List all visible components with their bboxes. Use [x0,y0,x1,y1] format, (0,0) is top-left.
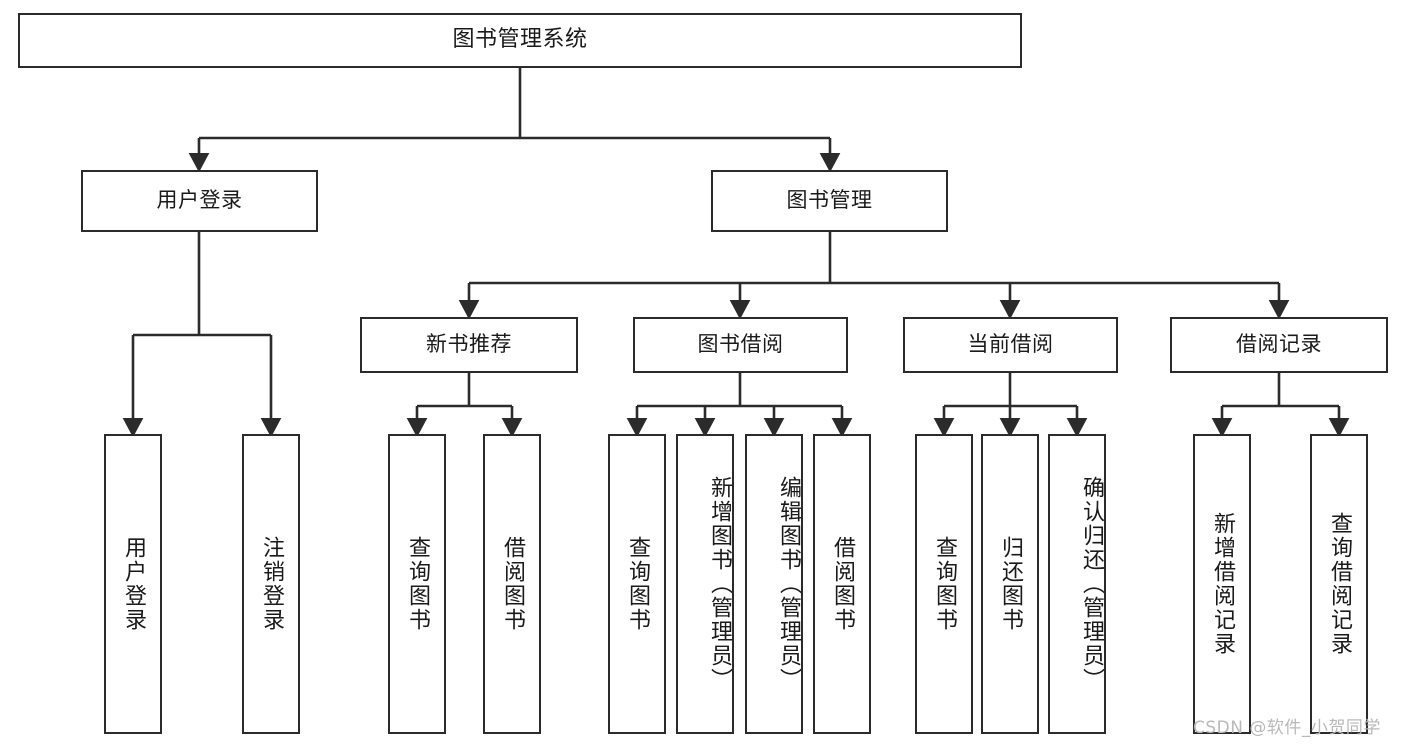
node-new-book-recommend[interactable]: 新书推荐 [360,317,578,373]
leaf-query-borrow-record[interactable]: 查询借阅记录 [1310,434,1368,734]
csdn-watermark: CSDN @软件_小贺同学 [1193,718,1381,738]
node-current-borrow[interactable]: 当前借阅 [903,317,1118,373]
leaf-query-book-new-book[interactable]: 查询图书 [388,434,446,734]
node-root-book-management-system[interactable]: 图书管理系统 [18,13,1022,68]
leaf-user-login[interactable]: 用户登录 [104,434,162,734]
leaf-return-book[interactable]: 归还图书 [981,434,1039,734]
leaf-query-book-borrow[interactable]: 查询图书 [608,434,666,734]
leaf-add-book-admin[interactable]: 新增图书（管理员） [676,434,734,734]
node-borrow-record[interactable]: 借阅记录 [1170,317,1388,373]
node-book-borrow[interactable]: 图书借阅 [633,317,848,373]
leaf-logout-login[interactable]: 注销登录 [242,434,300,734]
node-user-login[interactable]: 用户登录 [81,170,318,232]
leaf-query-book-current[interactable]: 查询图书 [915,434,973,734]
node-book-management[interactable]: 图书管理 [711,170,948,232]
leaf-borrow-book-borrow[interactable]: 借阅图书 [813,434,871,734]
leaf-confirm-return-admin[interactable]: 确认归还（管理员） [1048,434,1106,734]
leaf-borrow-book-new-book[interactable]: 借阅图书 [483,434,541,734]
leaf-add-borrow-record[interactable]: 新增借阅记录 [1193,434,1251,734]
leaf-edit-book-admin[interactable]: 编辑图书（管理员） [745,434,803,734]
